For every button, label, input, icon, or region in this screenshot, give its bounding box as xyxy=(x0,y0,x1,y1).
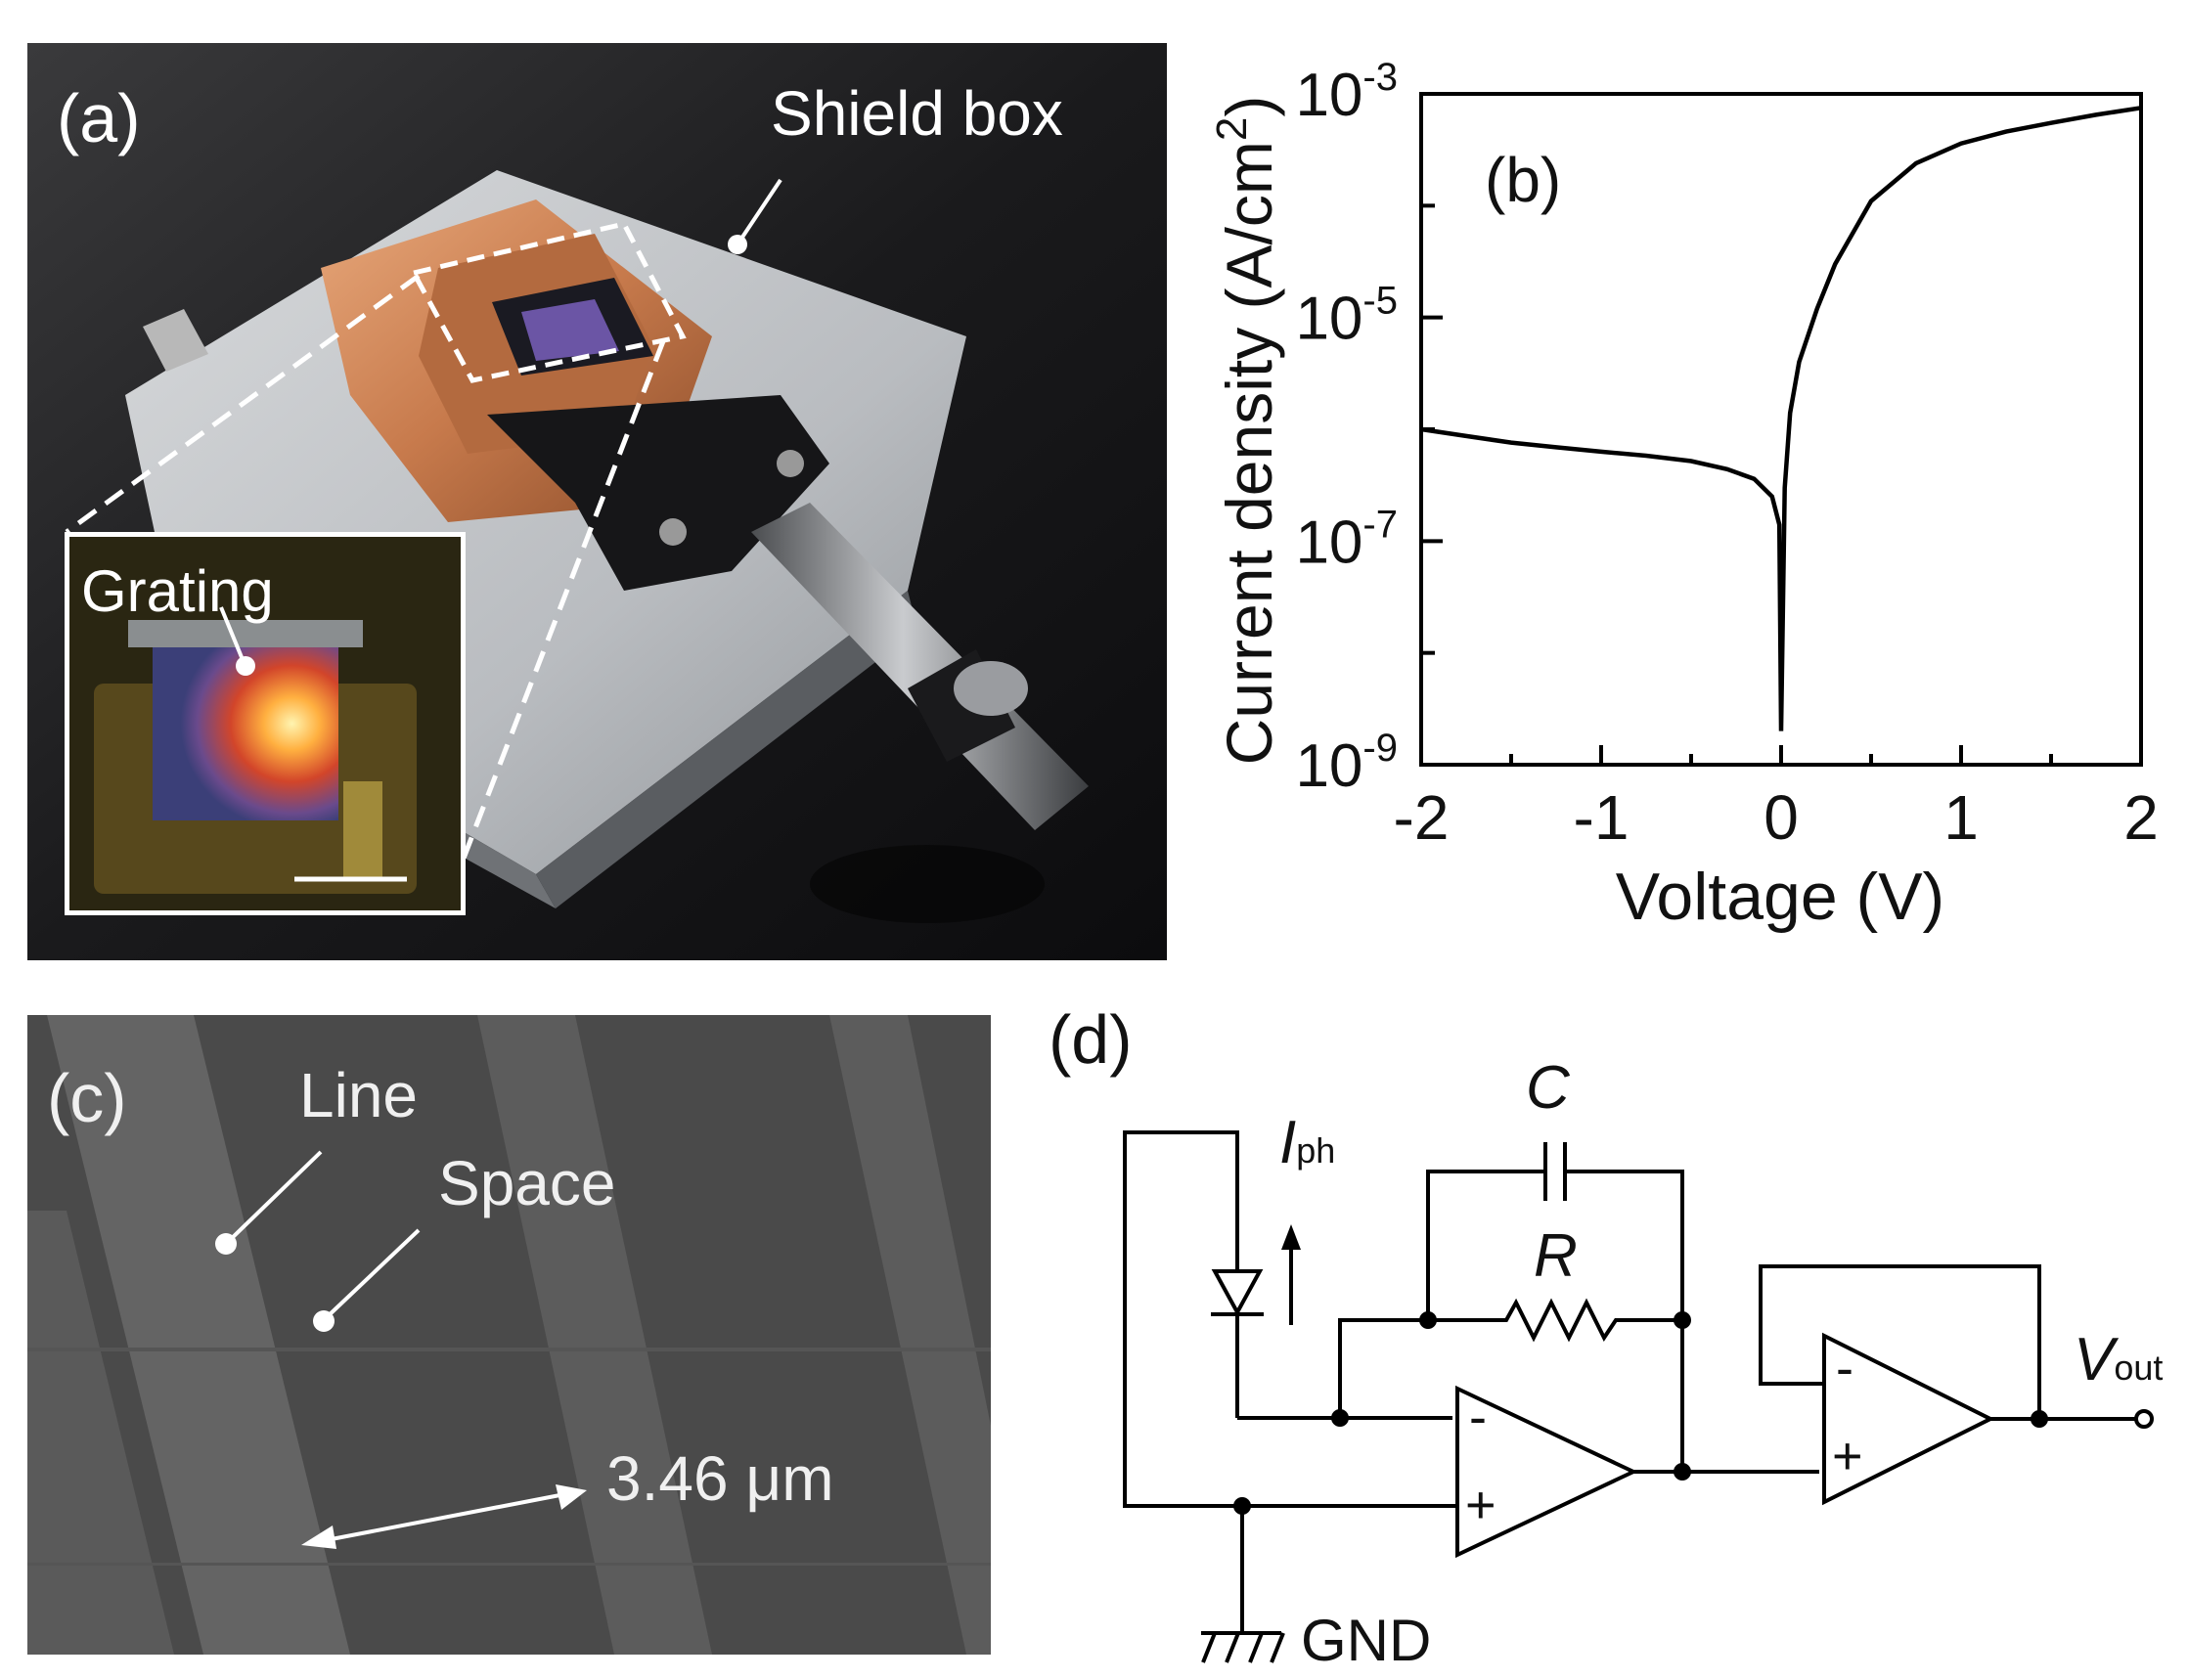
wire xyxy=(1123,1130,1242,1508)
x-tick-label: -2 xyxy=(1394,782,1450,853)
space-label: Space xyxy=(438,1148,616,1218)
iv-series-line xyxy=(1420,106,2142,731)
y-tick-exponent: -9 xyxy=(1362,727,1398,770)
capacitor-label: C xyxy=(1526,1054,1570,1122)
panel-d-circuit: (d) C R Iph Vout GND - + - + xyxy=(998,988,2188,1675)
grating-inset: Grating xyxy=(65,532,466,915)
output-terminal xyxy=(2134,1409,2154,1429)
opamp-2-plus: + xyxy=(1832,1427,1863,1485)
opamp-2 xyxy=(1822,1332,1995,1506)
panel-a-label: (a) xyxy=(57,80,141,156)
panel-c-label: (c) xyxy=(47,1060,127,1136)
opamp-1-plus: + xyxy=(1465,1476,1496,1534)
resistor-label: R xyxy=(1534,1222,1578,1290)
photocurrent-symbol: I xyxy=(1279,1109,1297,1176)
x-axis-label: Voltage (V) xyxy=(1616,860,1944,934)
panel-c-sem: (c) Line Space 3.46 μm xyxy=(27,1015,991,1655)
opamp-2-minus: - xyxy=(1836,1339,1853,1397)
shield-box-label: Shield box xyxy=(771,78,1063,149)
photodiode xyxy=(1211,1269,1264,1317)
output-subscript: out xyxy=(2114,1348,2164,1388)
output-label: Vout xyxy=(2074,1330,2163,1391)
y-tick-base: 10 xyxy=(1295,286,1362,353)
transimpedance-circuit xyxy=(1123,1130,2154,1663)
x-tick-label: 2 xyxy=(2123,782,2159,853)
node xyxy=(1674,1463,1691,1481)
y-tick-exponent: -3 xyxy=(1362,56,1398,99)
y-axis-label: Current density (A/cm2) xyxy=(1208,96,1285,766)
period-arrow xyxy=(301,1484,587,1549)
y-tick-label: 10-5 xyxy=(1295,280,1398,353)
resistor xyxy=(1428,1298,1682,1343)
panel-d-label: (d) xyxy=(1049,1001,1133,1078)
line-label: Line xyxy=(299,1060,418,1130)
node xyxy=(2031,1410,2048,1428)
grating-label: Grating xyxy=(81,558,274,624)
y-tick-base: 10 xyxy=(1295,732,1362,800)
ground-label: GND xyxy=(1301,1608,1432,1673)
y-tick-exponent: -5 xyxy=(1362,280,1398,323)
y-tick-label: 10-9 xyxy=(1295,727,1398,800)
opamp-1 xyxy=(1455,1385,1638,1559)
y-tick-base: 10 xyxy=(1295,62,1362,129)
panel-b-label: (b) xyxy=(1485,145,1561,215)
ground-symbol xyxy=(1201,1631,1285,1663)
y-tick-exponent: -7 xyxy=(1362,503,1398,546)
y-tick-label: 10-7 xyxy=(1295,503,1398,576)
output-symbol: V xyxy=(2074,1326,2115,1393)
opamp-1-minus: - xyxy=(1469,1388,1487,1446)
y-tick-label: 10-3 xyxy=(1295,56,1398,129)
y-tick-base: 10 xyxy=(1295,508,1362,576)
x-tick-label: -1 xyxy=(1574,782,1630,853)
sem-image xyxy=(27,1015,991,1655)
photocurrent-subscript: ph xyxy=(1296,1130,1336,1171)
x-tick-label: 0 xyxy=(1764,782,1799,853)
photocurrent-label: Iph xyxy=(1279,1113,1335,1173)
x-tick-label: 1 xyxy=(1943,782,1979,853)
period-label: 3.46 μm xyxy=(606,1443,834,1514)
grating-photo xyxy=(69,537,461,910)
panel-a-photo: Grating (a) Shield box xyxy=(27,43,1167,960)
